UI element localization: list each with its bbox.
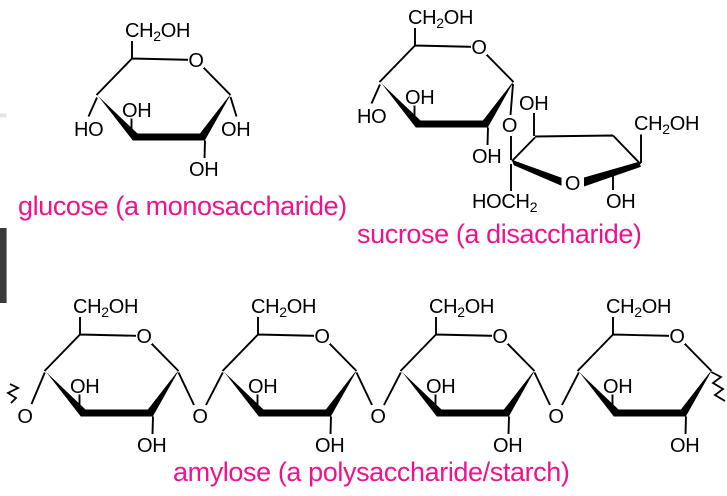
amylose-structure: O O O O CH2OH O OH OH CH2OH O OH OH CH2O…	[6, 296, 726, 487]
amylose-bridge-2-bonds	[355, 372, 402, 406]
amylose-ring1-ch2oh-label: CH2OH	[73, 296, 138, 320]
fructose-bottom-oh-label: OH	[606, 191, 635, 213]
amylose-ring3-ch2oh-label: CH2OH	[429, 296, 494, 320]
amylose-right-squiggle	[710, 371, 726, 402]
fructose-right-wedge	[584, 161, 641, 187]
amylose-bridge-1-bonds	[177, 372, 224, 406]
sucrose-glucose-ho-label: HO	[357, 106, 386, 128]
glucose-ring-oxygen-label: O	[188, 50, 203, 72]
amylose-ring1-inner-oh-label: OH	[70, 376, 99, 398]
amylose-bridge-1-oxygen-label: O	[192, 406, 207, 428]
sucrose-glucose-ring-oxygen-label: O	[471, 37, 486, 59]
fructose-ring-oxygen-label: O	[565, 173, 580, 195]
glucose-caption: glucose (a monosaccharide)	[18, 191, 347, 221]
fructose-ring-oxygen-gap	[562, 173, 583, 194]
glycosidic-oxygen-label: O	[502, 115, 517, 137]
amylose-left-squiggle	[6, 383, 21, 404]
glucose-right-oh-label: OH	[221, 119, 250, 141]
amylose-ring2-oxygen-label: O	[314, 326, 329, 348]
amylose-ring4-bottom-oh-label: OH	[670, 435, 699, 457]
fructose-left-wedge	[511, 159, 562, 186]
amylose-ring2-inner-oh-label: OH	[248, 376, 277, 398]
sucrose-structure: CH2OH O OH HO OH O O OH CH2OH HOCH2 OH s…	[357, 7, 700, 249]
amylose-ring3-bottom-oh-label: OH	[493, 435, 522, 457]
glucose-ch2oh-label: CH2OH	[125, 20, 190, 44]
glycosidic-oxygen-gap	[501, 116, 519, 135]
amylose-left-terminal-oxygen-label: O	[17, 406, 32, 428]
glucose-inner-oh-label: OH	[122, 100, 151, 122]
sucrose-ch2oh-top-label: CH2OH	[408, 7, 473, 31]
amylose-ring4-oxygen-label: O	[669, 326, 684, 348]
sucrose-glucose-inner-oh-label: OH	[405, 87, 434, 109]
edge-artifact	[0, 113, 7, 118]
sucrose-glucose-bonds	[370, 83, 514, 116]
amylose-ring2-ch2oh-label: CH2OH	[251, 296, 316, 320]
fructose-ch2oh-label: CH2OH	[634, 113, 699, 137]
glucose-structure: CH2OH O OH HO OH OH glucose (a monosacch…	[18, 20, 347, 221]
amylose-ring1-oxygen-label: O	[136, 326, 151, 348]
amylose-ring2-bottom-oh-label: OH	[315, 435, 344, 457]
sucrose-caption: sucrose (a disaccharide)	[357, 219, 642, 249]
amylose-bridge-2-oxygen-label: O	[370, 406, 385, 428]
glucose-bottom-oh-label: OH	[189, 159, 218, 181]
fructose-ring-bonds	[510, 113, 642, 191]
amylose-bridge-3-bonds	[533, 372, 580, 406]
fructose-top-oh-label: OH	[519, 93, 548, 115]
amylose-ring1-bottom-oh-label: OH	[137, 435, 166, 457]
window-edge-fragment	[0, 228, 7, 303]
fructose-hoch2-label: HOCH2	[472, 191, 538, 215]
amylose-ring4-inner-oh-label: OH	[603, 376, 632, 398]
glucose-ho-label: HO	[74, 119, 103, 141]
amylose-ring3-inner-oh-label: OH	[426, 376, 455, 398]
amylose-caption: amylose (a polysaccharide/starch)	[173, 457, 569, 487]
glucose-substituent-bonds	[87, 96, 238, 117]
amylose-left-terminal-bond	[30, 372, 46, 405]
sucrose-glucose-bottom-oh-label: OH	[472, 146, 501, 168]
amylose-ring4-ch2oh-label: CH2OH	[606, 296, 671, 320]
amylose-ring3-oxygen-label: O	[492, 326, 507, 348]
amylose-bridge-3-oxygen-label: O	[548, 406, 563, 428]
